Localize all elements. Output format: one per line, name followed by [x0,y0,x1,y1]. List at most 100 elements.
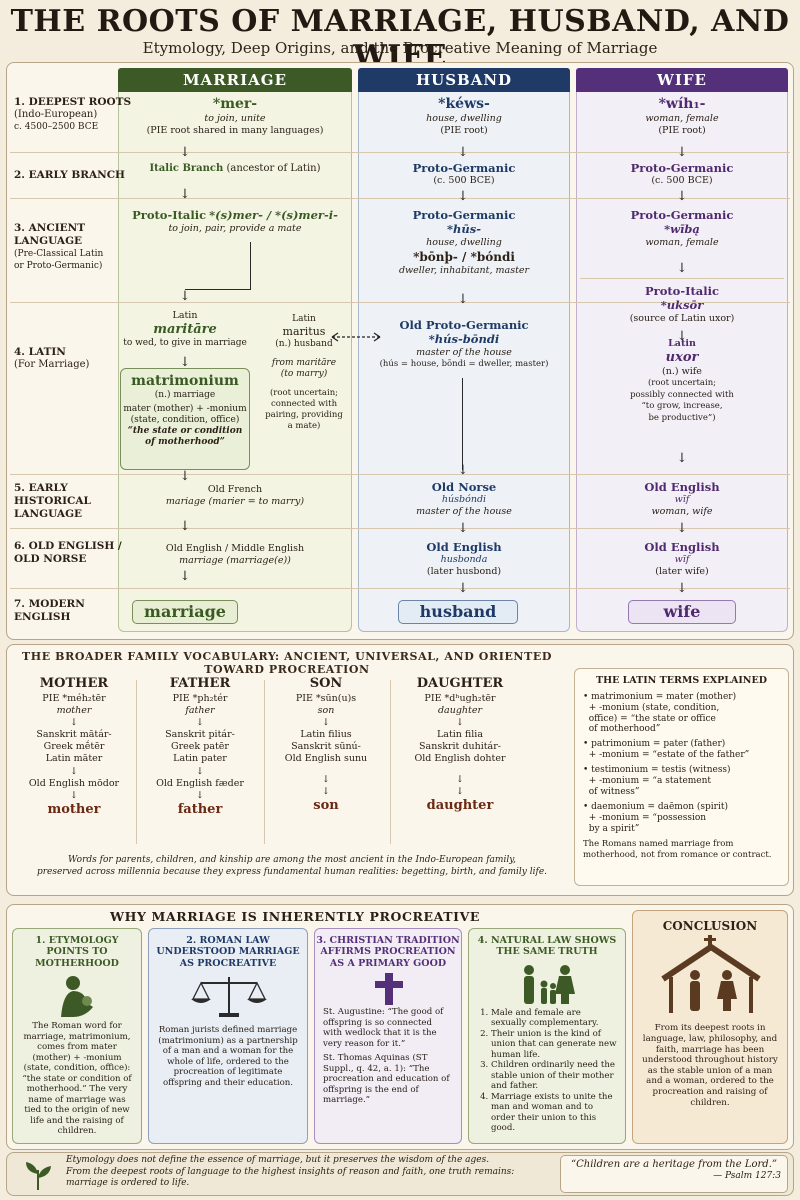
arrow-down-icon: ↓ [676,521,688,536]
arrow-down-icon: ↓ [457,581,469,596]
vocab-form: Old English sunu [284,753,368,765]
mother-column: MOTHER PIE *méh₂tēr mother ↓ Sanskrit mā… [14,676,134,819]
matrimonium-word: matrimonium [131,373,239,389]
arrow-down-icon: ↓ [457,521,469,536]
vocab-pie: PIE *méh₂tēr [42,692,106,704]
natural-law-item: Their union is the kind of union that ca… [491,1029,617,1060]
latin-terms-box: THE LATIN TERMS EXPLAINED • matrimonium … [574,668,789,886]
vocab-form: Sanskrit mātár- [36,729,112,741]
latin-note: be productive”) [648,412,716,423]
mother-child-icon [61,976,93,1018]
latin-row-form: *uksōr [660,298,704,313]
etymology-box: 1. ETYMOLOGY POINTS TO MOTHERHOOD The Ro… [12,928,142,1144]
row-label-modern-english: 7. MODERN ENGLISH [14,598,85,624]
latin-note: (root uncertain; [647,378,717,389]
wife-old-english-early: Old English wīf woman, wife [576,480,788,517]
husband-pie-root: *kéws- house, dwelling (PIE root) [358,96,570,136]
natural-law-item: Male and female are sexually complementa… [491,1008,617,1029]
page-subtitle: Etymology, Deep Origins, and the Procrea… [142,39,658,57]
husband-latin-row: Old Proto-Germanic *hús-bōndi master of … [358,318,570,370]
family-note: Words for parents, children, and kinship… [14,854,570,878]
arrow-down-icon: ↓ [456,716,464,728]
vocab-form: Greek patēr [171,741,229,753]
row-label-text: (Pre-Classical Latin [14,249,104,259]
ancient-gloss: to join, pair, provide a mate [168,222,302,234]
row-label-latin: 4. LATIN (For Marriage) [14,346,89,371]
dashed-connector-arrow [331,332,381,342]
roman-law-box: 2. ROMAN LAW UNDERSTOOD MARRIAGE AS PROC… [148,928,308,1144]
vocab-divider [390,680,391,844]
box-text: The Roman word for marriage, matrimonium… [22,1021,132,1137]
conclusion-box: CONCLUSION From its deepest roots in lan… [632,910,788,1144]
latin-word: uxor [665,349,699,365]
daughter-column: DAUGHTER PIE *dʰugh₂tēr daughter ↓ Latin… [392,676,528,815]
arrow-down-icon: ↓ [179,145,191,160]
box-heading: 4. NATURAL LAW SHOWS THE SAME TRUTH [477,935,617,958]
matrimonium-etym: (state, condition, office) [130,415,240,426]
matrimonium-etym: mater (mother) + -monium [123,404,247,415]
lang-label: Old English [426,540,502,554]
row-divider [10,152,790,153]
conclusion-text: From its deepest roots in language, law,… [642,1023,778,1108]
row-label-text: OLD NORSE [14,553,87,565]
vocab-form: Latin pater [173,753,227,765]
arrow-down-icon: ↓ [457,189,469,204]
footer-text: Etymology does not define the essence of… [66,1155,546,1190]
wife-column-header: WIFE [576,68,788,92]
root-word: *kéws- [438,96,490,112]
latin-term: • daemonium = daēmon (spirit) + -monium … [583,802,728,835]
latin-gloss: (n.) husband [275,338,333,349]
branch-note: (c. 500 BCE) [433,175,495,187]
vocab-modern: mother [47,802,101,818]
root-gloss: house, dwelling [426,113,502,125]
arrow-down-icon: ↓ [70,716,78,728]
early-word: mariage (marier = to marry) [165,495,305,507]
vocab-pie: PIE *ph₂tér [172,692,228,704]
arrow-down-icon: ↓ [322,785,330,797]
vocab-pie: PIE *dʰugh₂tēr [424,692,496,704]
oe-word: husbonda [440,554,488,566]
connector-line [185,289,251,291]
row-divider [10,198,790,199]
root-word: *wíh₁- [658,96,706,112]
arrow-down-icon: ↓ [676,261,688,276]
arrow-down-icon: ↓ [179,355,191,370]
row-label-text: LANGUAGE [14,235,83,247]
marriage-column-bg [118,92,352,632]
vocab-modern: son [313,797,339,813]
early-gloss: woman, wife [651,505,713,517]
christian-tradition-box: 3. CHRISTIAN TRADITION AFFIRMS PROCREATI… [314,928,462,1144]
footer-line: marriage is ordered to life. [66,1178,190,1189]
oe-note: (later wife) [655,565,709,577]
marriage-ancient: Proto-Italic *(s)mer- / *(s)mer-i- to jo… [118,208,352,234]
marriage-pie-root: *mer- to join, unite (PIE root shared in… [118,96,352,136]
vocab-divider [136,680,137,844]
sprout-icon [26,1162,51,1190]
arrow-down-icon: ↓ [676,189,688,204]
arrow-down-icon: ↓ [676,581,688,596]
aquinas-quote: St. Thomas Aquinas (ST Suppl., q. 42, a.… [323,1053,450,1106]
oe-note: (later husbond) [426,565,502,577]
lang-label: Latin [292,314,316,324]
branch-name: Italic Branch [149,163,224,174]
latin-row-name: Proto-Italic [644,284,719,298]
row-label-text: 2. EARLY BRANCH [14,169,125,181]
vocab-heading: FATHER [169,676,231,691]
connector-line [250,242,252,290]
natural-law-item: Children ordinarily need the stable unio… [491,1060,617,1091]
latin-row-note: (source of Latin uxor) [629,312,735,324]
lang-label: Old English / Middle English [165,543,305,554]
arrow-down-icon: ↓ [179,289,191,304]
latin-note: connected with [270,398,338,409]
vocab-form: Greek mḗtēr [43,741,105,753]
arrow-down-icon: ↓ [196,789,204,801]
vocab-gloss: mother [56,704,92,716]
oe-word: marriage (marriage(e)) [179,554,291,566]
box-heading: 2. ROMAN LAW UNDERSTOOD MARRIAGE AS PROC… [156,935,300,969]
vocab-heading: DAUGHTER [416,676,504,691]
cross-icon [375,973,403,1006]
vocab-form: Old English fæder [156,777,244,789]
house-family-icon [661,935,761,1014]
family-icon [524,964,575,1004]
latin-term: • testimonium = testis (witness) + -moni… [583,765,731,798]
